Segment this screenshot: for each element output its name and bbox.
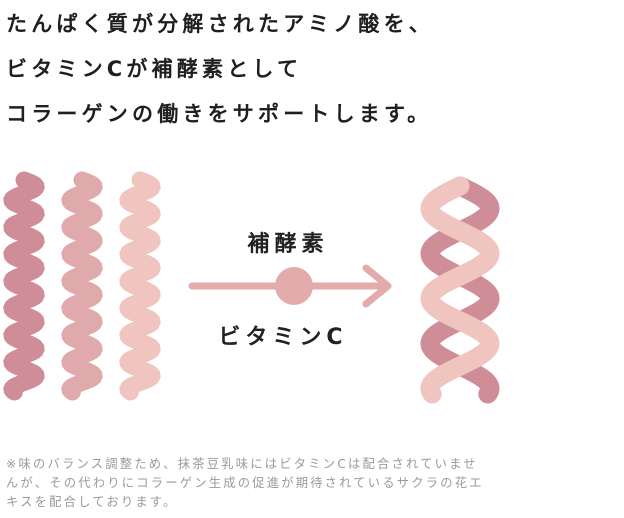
amino-acid-strand-dark: [3, 171, 45, 401]
collagen-helix-back-strand: [420, 176, 500, 404]
vitamin-c-label: ビタミンC: [218, 325, 347, 350]
footnote-line-2: んが、その代わりにコラーゲン生成の促進が期待されているサクラの花エ: [6, 476, 484, 490]
amino-acid-strand-light: [119, 171, 161, 401]
heading-line-1: たんぱく質が分解されたアミノ酸を、: [6, 12, 434, 36]
heading-line-2: ビタミンCが補酵素として: [6, 57, 303, 81]
heading: たんぱく質が分解されたアミノ酸を、 ビタミンCが補酵素として コラーゲンの働きを…: [6, 2, 618, 137]
amino-acid-strand-mid: [61, 171, 103, 401]
footnote: ※味のバランス調整ため、抹茶豆乳味にはビタミンCは配合されていませ んが、その代…: [6, 455, 622, 512]
arrow-head: [362, 264, 392, 308]
enzyme-label: 補酵素: [246, 231, 328, 257]
collagen-diagram: 補酵素 ビタミンC: [3, 171, 500, 404]
footnote-line-3: キスを配合しております。: [6, 495, 178, 509]
collagen-helix-front-strand: [420, 176, 500, 404]
footnote-line-1: ※味のバランス調整ため、抹茶豆乳味にはビタミンCは配合されていませ: [6, 457, 478, 471]
heading-line-3: コラーゲンの働きをサポートします。: [6, 102, 433, 126]
vitamin-c-dot: [275, 267, 313, 305]
